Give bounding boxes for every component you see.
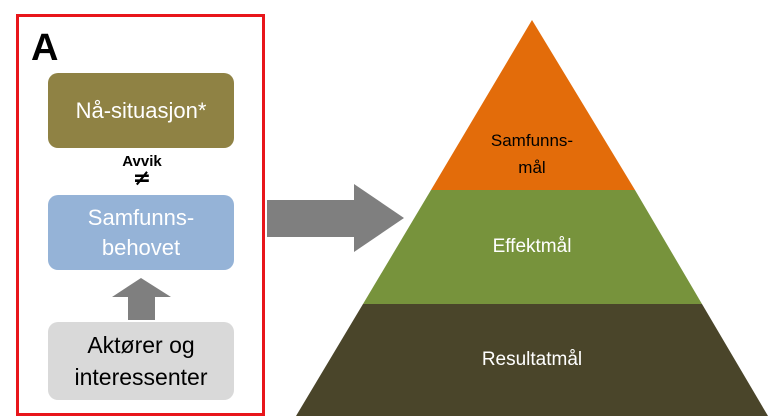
societal-goal-label: Samfunns- mål: [452, 127, 612, 181]
current-situation-box: Nå-situasjon*: [48, 73, 234, 148]
not-equal-symbol: ≠: [132, 166, 152, 191]
pyramid-tier-result-goal: [296, 304, 768, 416]
actors-label-line1: Aktører og: [87, 332, 195, 358]
panel-letter: A: [31, 27, 59, 69]
right-arrow-icon: [267, 184, 404, 252]
societal-need-label-line2: behovet: [101, 234, 181, 260]
up-arrow-icon: [112, 278, 171, 320]
result-goal-label: Resultatmål: [481, 349, 583, 370]
pyramid-tier-effect-goal: [363, 190, 702, 304]
pyramid-tier-societal-goal: [431, 20, 635, 190]
deviation-label: Avvik: [122, 153, 162, 170]
societal-need-label-line1: Samfunns-: [87, 204, 195, 230]
societal-goal-label-line1: Samfunns-: [490, 131, 574, 150]
societal-goal-label-line2: mål: [518, 158, 546, 177]
actors-label-line2: interessenter: [74, 364, 208, 390]
effect-goal-label: Effektmål: [492, 236, 572, 257]
societal-need-box: Samfunns- behovet: [48, 195, 234, 270]
actors-box: Aktører og interessenter: [48, 322, 234, 400]
current-situation-label: Nå-situasjon*: [75, 97, 207, 123]
